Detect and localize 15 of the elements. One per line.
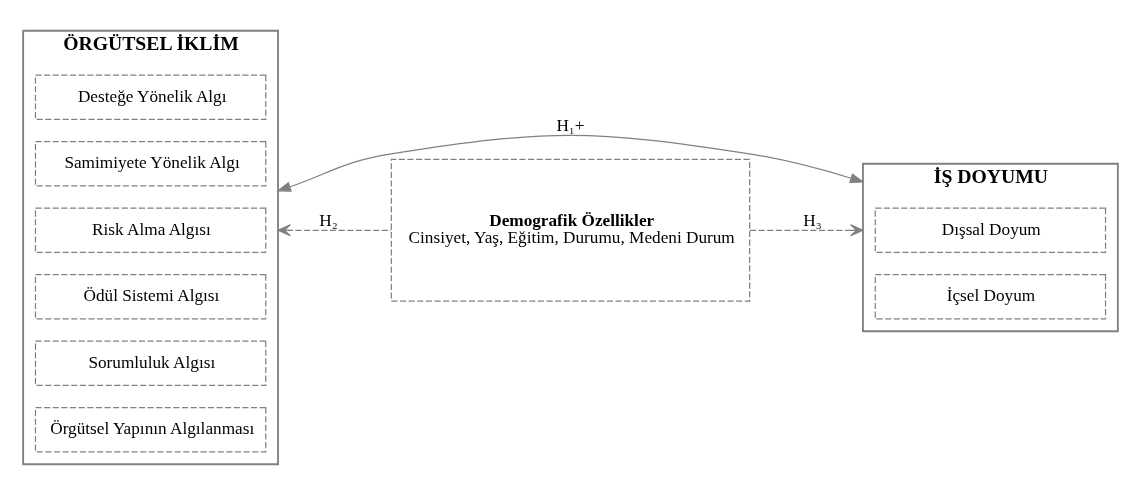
node-box: Örgütsel Yapının Algılanması [34, 406, 267, 453]
node-box: Dışsal Doyum [874, 207, 1107, 254]
node-box: Samimiyete Yönelik Algı [34, 141, 267, 187]
node-box: Ödül Sistemi Algısı [34, 273, 267, 320]
arrow [277, 224, 392, 237]
node-box: Risk Alma Algısı [34, 207, 267, 254]
edge-label: H₂ [319, 210, 338, 230]
arrow [276, 134, 865, 192]
node-box: İçsel Doyum [874, 273, 1107, 320]
node-box: Sorumluluk Algısı [34, 340, 267, 387]
node-box: Desteğe Yönelik Algı [34, 74, 267, 121]
arrow [749, 224, 864, 237]
edge-label: H₃ [803, 210, 822, 230]
edge-label: H₁+ [556, 115, 585, 135]
node-box: Demografik Özellikler Cinsiyet, Yaş, Eğitim, Durumu, Medeni Durum [390, 158, 751, 302]
